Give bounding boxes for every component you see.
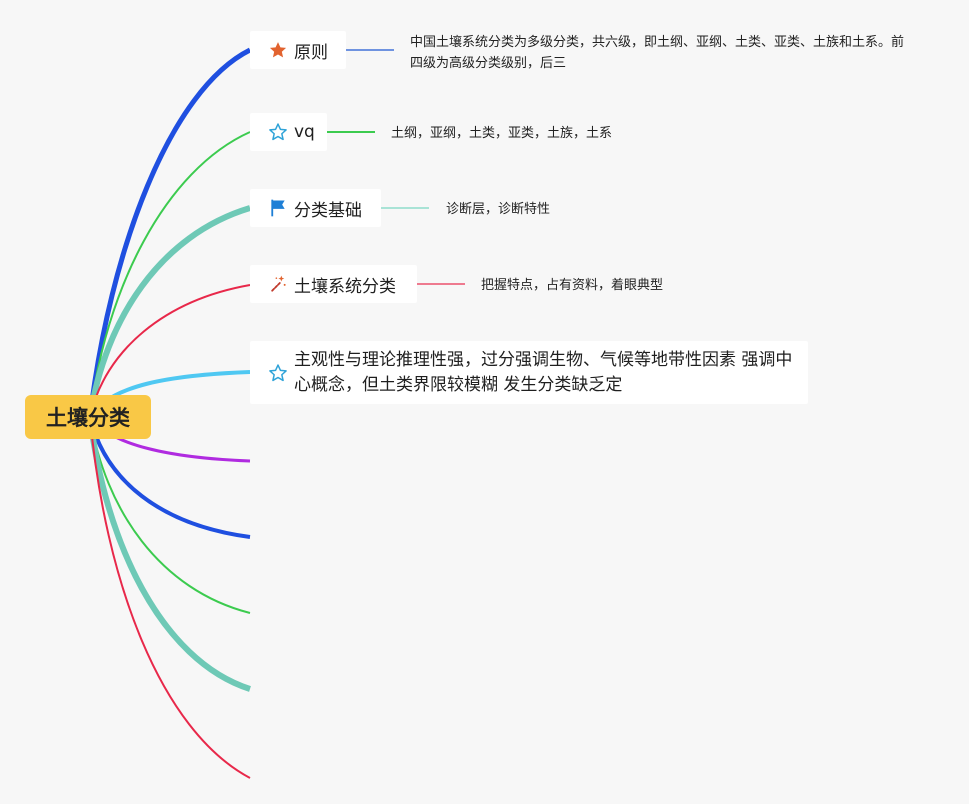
topic-note-2: 土纲，亚纲，土类，亚类，土族，土系 (391, 126, 613, 141)
star-filled-icon (268, 40, 288, 60)
branch-line-3 (87, 205, 251, 418)
topic-node-1[interactable]: 原则 (250, 31, 346, 69)
branch-line-4 (89, 284, 251, 418)
branch-line-10 (89, 416, 251, 779)
branch-line-9 (87, 416, 251, 692)
topic-note-1: 中国土壤系统分类为多级分类，共六级，即土纲、亚纲、土类、亚类、土族和土系。前四级… (410, 35, 905, 71)
topic-node-label: 分类基础 (294, 200, 362, 221)
root-topic[interactable]: 土壤分类 (25, 395, 151, 439)
note-connector-4 (417, 283, 465, 285)
topic-node-2[interactable]: vq (250, 113, 327, 151)
magic-wand-icon (268, 274, 288, 294)
star-outline-icon (268, 122, 288, 142)
topic-node-4[interactable]: 土壤系统分类 (250, 265, 417, 303)
root-topic-label: 土壤分类 (46, 406, 130, 430)
topic-node-label: 土壤系统分类 (294, 276, 396, 297)
note-connector-1 (346, 49, 394, 51)
flag-icon (268, 198, 288, 218)
topic-node-5[interactable]: 主观性与理论推理性强，过分强调生物、气候等地带性因素 强调中心概念，但土类界限较… (250, 341, 808, 404)
topic-node-3[interactable]: 分类基础 (250, 189, 381, 227)
note-connector-2 (327, 131, 375, 133)
branch-line-1 (87, 47, 252, 418)
topic-node-label: 主观性与理论推理性强，过分强调生物、气候等地带性因素 强调中心概念，但土类界限较… (294, 349, 793, 395)
topic-note-3: 诊断层，诊断特性 (446, 202, 551, 217)
topic-node-label: 原则 (294, 42, 328, 63)
star-outline-icon (268, 363, 288, 383)
branch-line-7 (88, 416, 251, 539)
topic-note-4: 把握特点，占有资料，着眼典型 (481, 278, 664, 293)
note-connector-3 (381, 207, 429, 209)
topic-node-label: vq (294, 122, 315, 142)
